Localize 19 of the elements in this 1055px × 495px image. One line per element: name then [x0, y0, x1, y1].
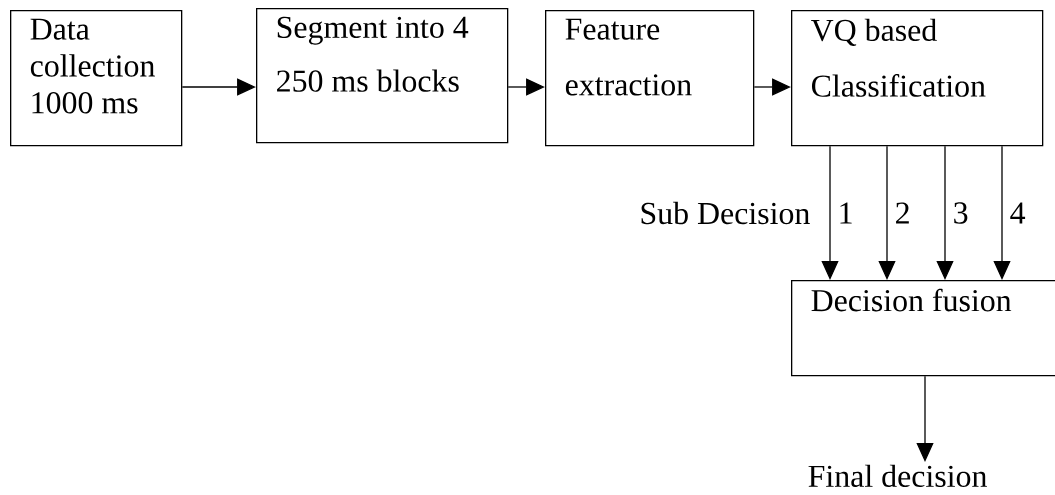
arrow	[507, 78, 545, 96]
arrow	[821, 145, 839, 280]
arrow	[181, 78, 256, 96]
arrow	[753, 78, 791, 96]
process-box: Segment into 4 250 ms blocks	[256, 8, 509, 144]
process-box: Feature extraction	[545, 10, 755, 147]
output-label: Final decision	[808, 464, 987, 488]
edge-label: 3	[951, 201, 970, 225]
process-box: Decision fusion	[791, 280, 1055, 377]
arrow	[916, 375, 934, 462]
process-box: VQ based Classification	[791, 10, 1044, 147]
arrow	[878, 145, 896, 280]
edge-label: 1	[836, 201, 855, 225]
annotation-text: Sub Decision	[641, 201, 810, 225]
edge-label: 2	[893, 201, 912, 225]
process-box: Data collection 1000 ms	[10, 10, 183, 147]
arrow	[993, 145, 1011, 280]
arrow	[936, 145, 954, 280]
edge-label: 4	[1008, 201, 1027, 225]
